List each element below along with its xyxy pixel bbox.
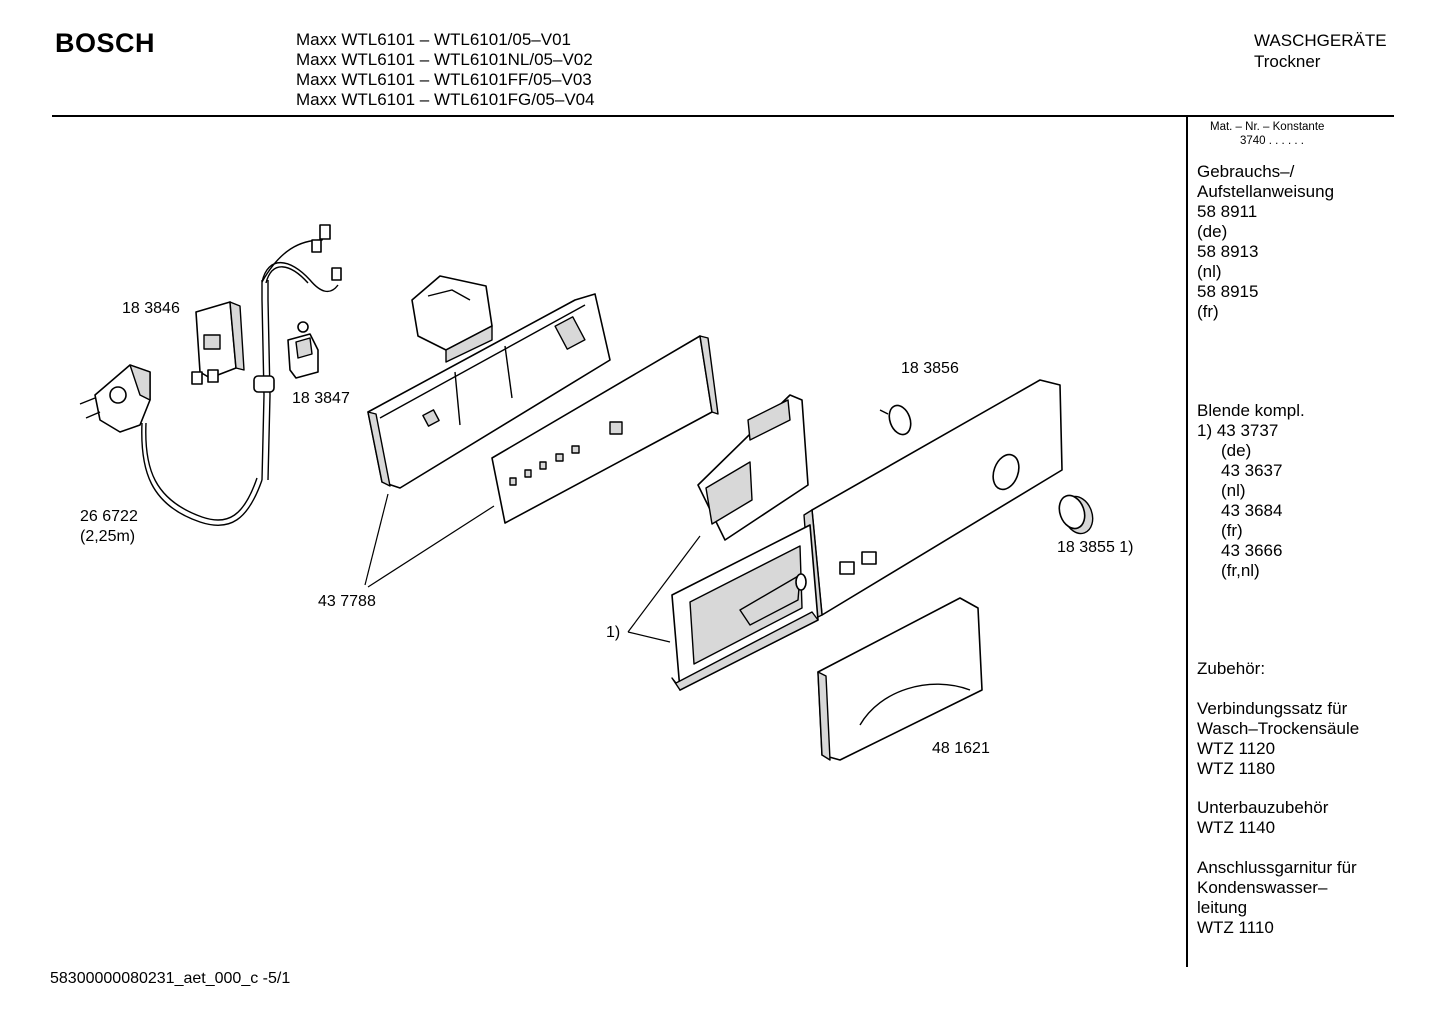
- brand-logo: BOSCH: [55, 28, 156, 58]
- disc-icon: [879, 404, 912, 436]
- blende-item: 43 3637: [1221, 461, 1283, 480]
- model-line: Maxx WTL6101 – WTL6101/05–V01: [296, 30, 571, 49]
- accessory-line: Wasch–Trockensäule: [1197, 719, 1360, 738]
- manual-line: Gebrauchs–/: [1197, 162, 1295, 181]
- manual-line: 58 8911: [1197, 202, 1258, 221]
- blende-title: Blende kompl.: [1197, 401, 1305, 420]
- blende-item: 43 3666: [1221, 541, 1283, 560]
- header-divider: [52, 115, 1394, 117]
- leader-lines: [364, 493, 701, 643]
- part-label-cable-length: (2,25m): [80, 528, 136, 545]
- part-label-183855: 18 3855 1): [1057, 539, 1134, 556]
- manual-line: 58 8913: [1197, 242, 1259, 261]
- accessory-block: Anschlussgarnitur für Kondenswasser– lei…: [1197, 858, 1397, 938]
- material-number: Mat. – Nr. – Konstante 3740 . . . . . .: [1210, 120, 1324, 148]
- model-line: Maxx WTL6101 – WTL6101FF/05–V03: [296, 70, 592, 89]
- model-list: Maxx WTL6101 – WTL6101/05–V01 Maxx WTL61…: [296, 30, 595, 110]
- blende-item: 43 3684: [1221, 501, 1283, 520]
- category-title: WASCHGERÄTE: [1254, 31, 1387, 50]
- blende-item: (nl): [1221, 481, 1246, 500]
- accessory-block: Unterbauzubehör WTZ 1140: [1197, 798, 1397, 838]
- manual-line: 58 8915: [1197, 282, 1259, 301]
- power-plug-icon: [79, 364, 263, 527]
- connector-part: [287, 321, 319, 379]
- part-label-266722: 26 6722: [80, 508, 138, 525]
- accessory-block: Verbindungssatz für Wasch–Trockensäule W…: [1197, 699, 1397, 779]
- matnr-value: 3740 . . . . . .: [1240, 135, 1304, 147]
- category-subtitle: Trockner: [1254, 52, 1321, 71]
- accessory-line: WTZ 1120: [1197, 739, 1276, 758]
- filter-part: [191, 301, 245, 385]
- control-housing-part: [367, 293, 611, 489]
- sidebar-divider: [1186, 117, 1188, 967]
- accessory-line: WTZ 1180: [1197, 759, 1276, 778]
- circuit-board-part: [491, 335, 719, 524]
- model-line: Maxx WTL6101 – WTL6101FG/05–V04: [296, 90, 595, 109]
- button-module: [411, 275, 493, 363]
- blende-item: 1) 43 3737: [1197, 421, 1279, 440]
- model-line: Maxx WTL6101 – WTL6101NL/05–V02: [296, 50, 593, 69]
- blende-block: Blende kompl. 1) 43 3737 (de) 43 3637 (n…: [1197, 401, 1397, 581]
- program-module: [697, 394, 809, 541]
- manual-line: Aufstellanweisung: [1197, 182, 1335, 201]
- accessory-line: Unterbauzubehör: [1197, 798, 1329, 817]
- part-label-437788: 43 7788: [318, 593, 376, 610]
- accessory-line: Verbindungssatz für: [1197, 699, 1348, 718]
- accessory-line: Anschlussgarnitur für: [1197, 858, 1357, 877]
- category-block: WASCHGERÄTE Trockner: [1254, 30, 1387, 72]
- part-label-183846: 18 3846: [122, 300, 180, 317]
- dispenser-frame-part: [671, 524, 819, 691]
- manual-block: Gebrauchs–/ Aufstellanweisung 58 8911 (d…: [1197, 162, 1397, 322]
- manual-line: (de): [1197, 222, 1228, 241]
- accessory-line: leitung: [1197, 898, 1248, 917]
- matnr-label: Mat. – Nr. – Konstante: [1210, 121, 1325, 133]
- document-code: 58300000080231_aet_000_c -5/1: [50, 970, 291, 987]
- knob-icon: [1058, 494, 1094, 535]
- zubehoer-title: Zubehör:: [1197, 659, 1266, 678]
- front-panel-part: [803, 379, 1063, 621]
- blende-item: (fr): [1221, 521, 1243, 540]
- manual-line: (nl): [1197, 262, 1222, 281]
- part-label-481621: 48 1621: [932, 740, 990, 757]
- part-label-183847: 18 3847: [292, 390, 350, 407]
- manual-line: (fr): [1197, 302, 1219, 321]
- blende-item: (de): [1221, 441, 1252, 460]
- accessory-line: WTZ 1110: [1197, 918, 1274, 937]
- panel-flap-part: [817, 597, 983, 761]
- accessory-line: WTZ 1140: [1197, 818, 1276, 837]
- mains-cable: [253, 224, 342, 481]
- blende-item: (fr,nl): [1221, 561, 1260, 580]
- part-label-183856: 18 3856: [901, 360, 959, 377]
- accessory-line: Kondenswasser–: [1197, 878, 1328, 897]
- part-label-assembly-1: 1): [606, 624, 621, 641]
- exploded-parts-diagram: [79, 224, 1094, 761]
